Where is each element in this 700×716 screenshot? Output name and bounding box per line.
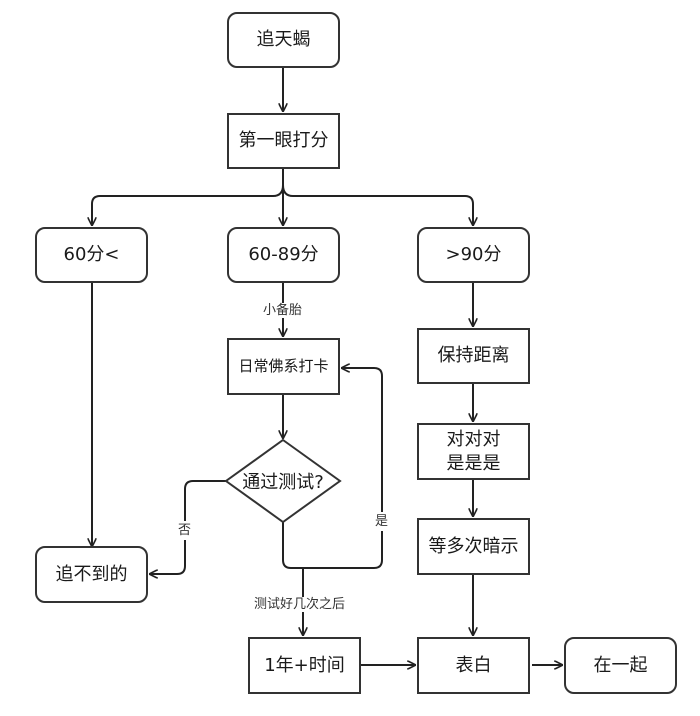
node-below-60: 60分< — [35, 227, 148, 283]
node-first-glance-score: 第一眼打分 — [227, 113, 340, 169]
decision-pass-test-label: 通过测试? — [242, 472, 324, 493]
node-yes-yes: 对对对 是是是 — [417, 423, 530, 480]
node-hint-many-label: 等多次暗示 — [428, 535, 519, 557]
edge-label-no: 否 — [178, 521, 192, 540]
decision-diamond — [224, 438, 342, 524]
node-together: 在一起 — [564, 637, 677, 694]
node-start-label: 追天蝎 — [256, 29, 311, 51]
edge-label-after-tests: 测试好几次之后 — [253, 597, 347, 612]
node-confess: 表白 — [417, 637, 530, 694]
node-daily-checkin: 日常佛系打卡 — [227, 338, 340, 395]
edge-label-backup: 小备胎 — [262, 303, 304, 318]
node-confess-label: 表白 — [455, 654, 492, 676]
node-hint-many-times: 等多次暗示 — [417, 518, 530, 575]
node-daily-checkin-label: 日常佛系打卡 — [238, 356, 329, 375]
node-cannot-get-label: 追不到的 — [55, 563, 128, 585]
node-keep-distance-label: 保持距离 — [437, 345, 510, 367]
edge-test-yes-loop — [282, 368, 383, 569]
node-yes-yes-line2: 是是是 — [446, 452, 501, 474]
node-below-60-label: 60分< — [63, 244, 120, 266]
node-above-90-label: >90分 — [445, 244, 502, 266]
node-first-glance-label: 第一眼打分 — [238, 130, 329, 152]
node-one-year: 1年+时间 — [248, 637, 361, 694]
node-start: 追天蝎 — [227, 12, 340, 68]
node-cannot-get: 追不到的 — [35, 546, 148, 603]
edge-first-glance-to-above-90 — [282, 184, 473, 225]
node-60-89: 60-89分 — [227, 227, 340, 283]
node-together-label: 在一起 — [593, 654, 648, 676]
node-keep-distance: 保持距离 — [417, 328, 530, 384]
edge-label-yes: 是 — [375, 512, 389, 531]
node-one-year-label: 1年+时间 — [264, 654, 345, 676]
node-yes-yes-line1: 对对对 — [446, 429, 501, 451]
edge-first-glance-to-below-60 — [92, 184, 284, 225]
node-60-89-label: 60-89分 — [248, 244, 319, 266]
node-above-90: >90分 — [417, 227, 530, 283]
